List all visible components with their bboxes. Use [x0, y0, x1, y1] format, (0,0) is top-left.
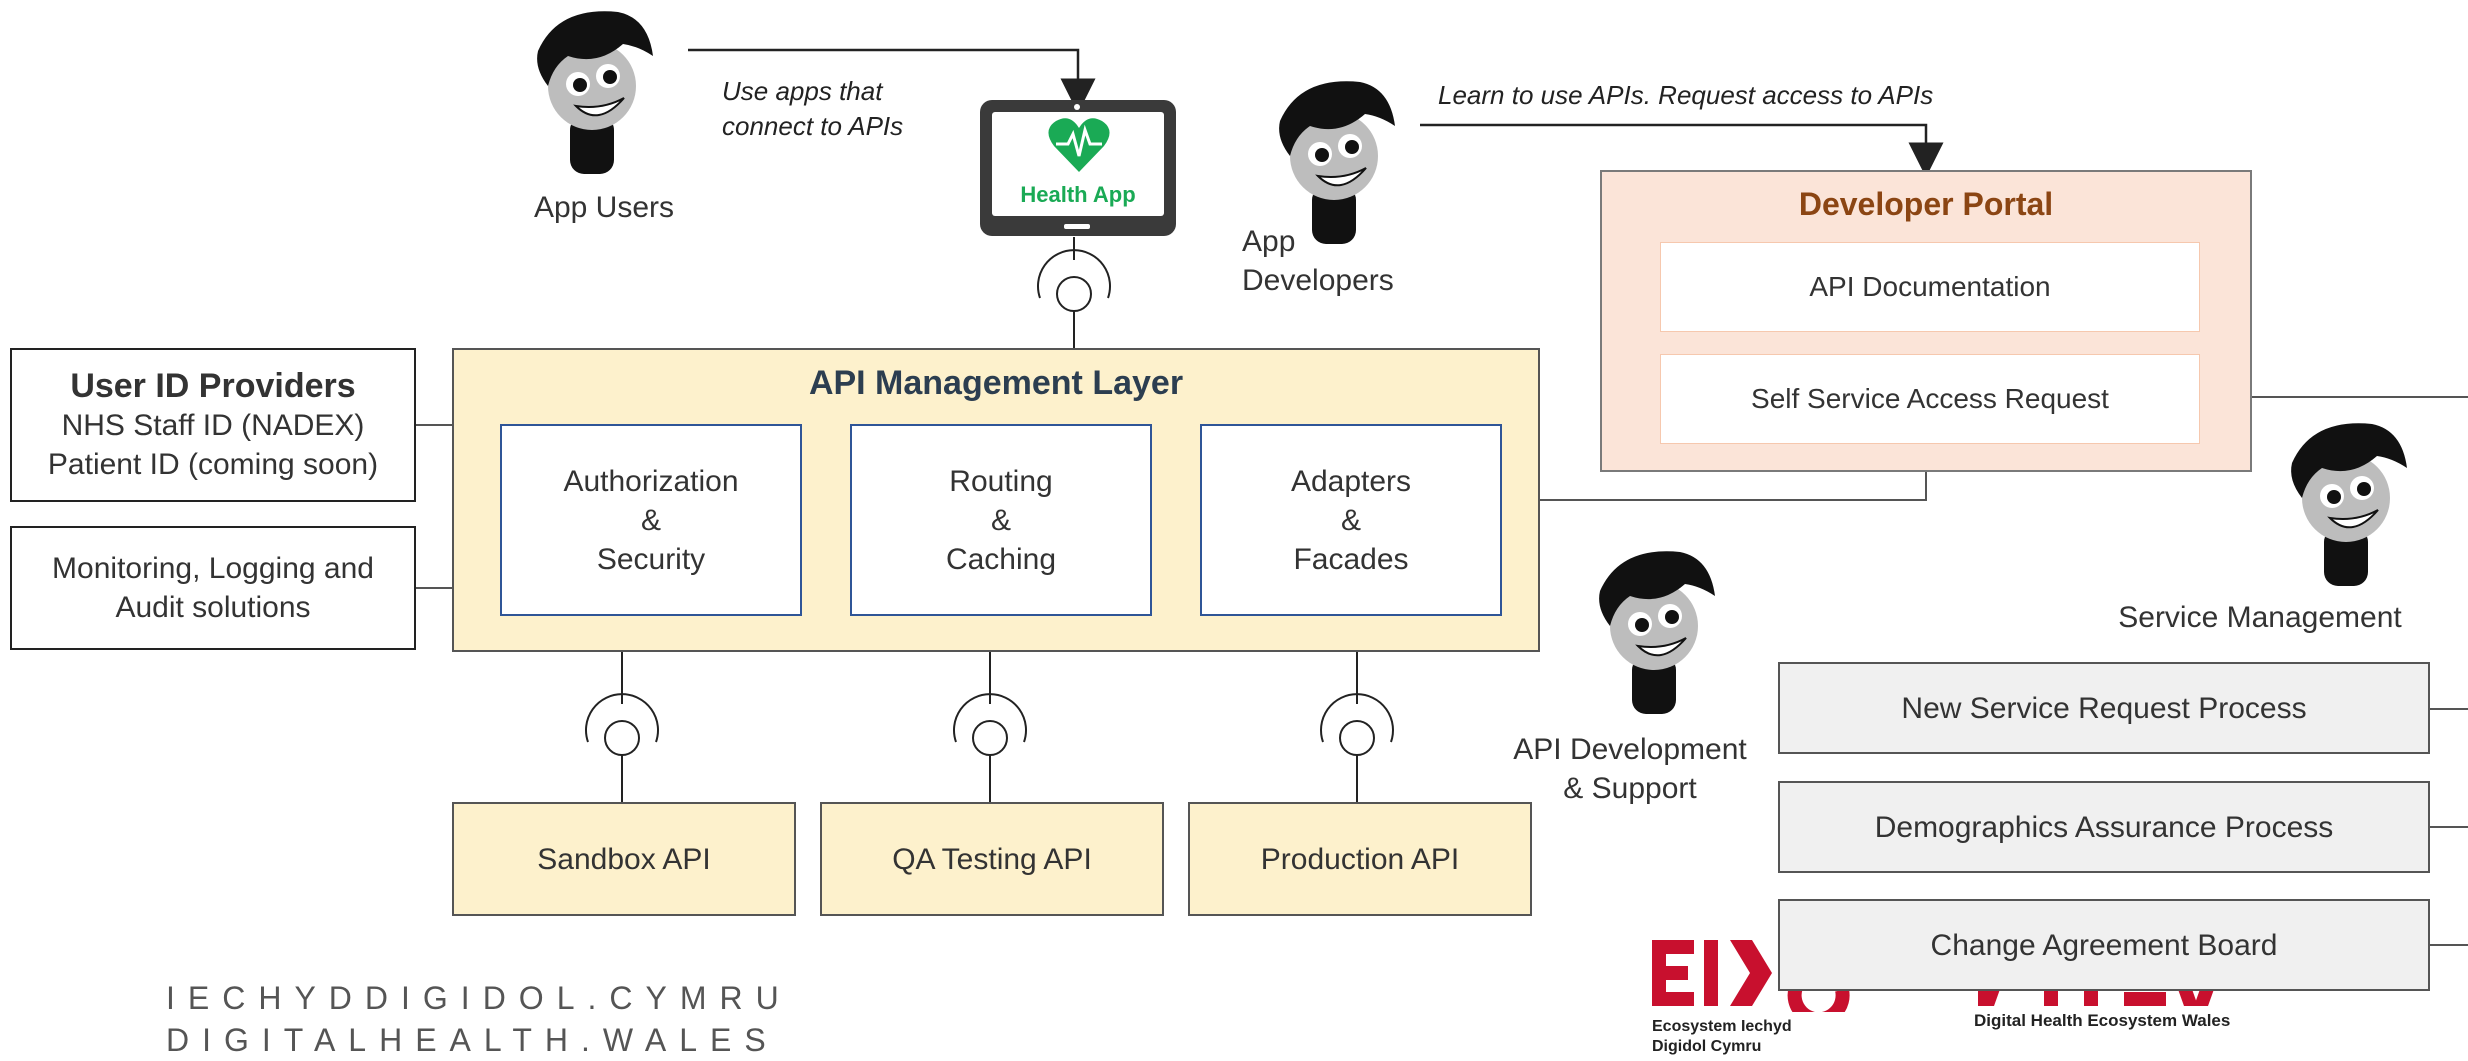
api-dev-label-line2: & Support [1563, 772, 1697, 805]
app-developers-label-line2: Developers [1242, 264, 1394, 297]
patient-id-label: Patient ID (coming soon) [47, 447, 379, 481]
tablet-camera [1074, 104, 1080, 110]
routing-caching-component[interactable]: Routing & Caching [850, 424, 1152, 616]
developers-arrow [1420, 123, 1944, 178]
app-users-person-icon [537, 11, 653, 174]
api-management-title: API Management Layer [808, 364, 1184, 402]
authorization-security-component[interactable]: Authorization & Security [500, 424, 802, 616]
monitoring-line1: Monitoring, Logging and [52, 552, 374, 585]
ediac-logo-line2: Digidol Cymru [1652, 1038, 1762, 1055]
app-developers-label-line1: App [1242, 225, 1296, 258]
ediac-logo-line1: Ecosystem Iechyd [1652, 1018, 1792, 1035]
component-line1: Authorization [563, 464, 739, 498]
production-interface-icon [1320, 652, 1394, 802]
tablet-screen[interactable]: Health App [992, 112, 1164, 216]
dhew-logo-text: Digital Health Ecosystem Wales [1974, 1011, 2231, 1030]
component-line2: & [990, 503, 1011, 537]
app-developers-person-icon [1279, 81, 1395, 244]
change-agreement-board[interactable]: Change Agreement Board [1778, 899, 2430, 991]
app-users-label: App Users [533, 191, 675, 224]
qa-interface-icon [953, 652, 1027, 802]
ediac-logo: Ecosystem Iechyd Digidol Cymru [1652, 938, 1852, 1057]
monitoring-line2: Audit solutions [115, 591, 311, 624]
ediac-logo-text: Ecosystem Iechyd Digidol Cymru [1652, 1017, 1852, 1057]
component-line3: Facades [1293, 542, 1409, 576]
api-dev-person-icon [1599, 551, 1715, 714]
user-id-providers-box: User ID Providers NHS Staff ID (NADEX) P… [10, 348, 416, 502]
nhs-staff-id-label: NHS Staff ID (NADEX) [61, 408, 365, 442]
use-apps-note: Use apps that connect to APIs [722, 74, 903, 144]
use-apps-note-line2: connect to APIs [722, 111, 904, 142]
tablet-interface-icon [1037, 237, 1111, 348]
use-apps-note-line1: Use apps that [722, 76, 883, 106]
app-users-arrow [688, 48, 1096, 114]
component-line3: Security [596, 542, 706, 576]
component-line3: Caching [945, 542, 1057, 576]
api-dev-label-line1: API Development [1513, 733, 1747, 766]
monitoring-box: Monitoring, Logging and Audit solutions [10, 526, 416, 650]
api-documentation-link[interactable]: API Documentation [1660, 242, 2200, 332]
footer-url-welsh[interactable]: IECHYDDIGIDOL.CYMRU [166, 980, 792, 1016]
tablet-home-button [1064, 224, 1090, 229]
health-app-label: Health App [1020, 182, 1136, 207]
production-api-box[interactable]: Production API [1188, 802, 1532, 916]
adapters-facades-component[interactable]: Adapters & Facades [1200, 424, 1502, 616]
sandbox-interface-icon [585, 652, 659, 802]
footer-url-english[interactable]: DIGITALHEALTH.WALES [166, 1021, 779, 1058]
user-id-providers-title: User ID Providers [70, 366, 356, 405]
tablet-device: Health App [980, 100, 1176, 236]
developer-portal-title: Developer Portal [1798, 186, 2054, 222]
developer-portal: Developer Portal API Documentation Self … [1600, 170, 2252, 472]
component-line2: & [640, 503, 661, 537]
component-line1: Routing [949, 464, 1053, 498]
portal-link-line [1540, 472, 1927, 501]
service-management-label: Service Management [2118, 601, 2402, 634]
sandbox-api-box[interactable]: Sandbox API [452, 802, 796, 916]
self-service-access-request-link[interactable]: Self Service Access Request [1660, 354, 2200, 444]
heart-pulse-icon [1048, 118, 1110, 172]
component-line2: & [1340, 503, 1361, 537]
qa-testing-api-box[interactable]: QA Testing API [820, 802, 1164, 916]
demographics-assurance-process[interactable]: Demographics Assurance Process [1778, 781, 2430, 873]
component-line1: Adapters [1290, 464, 1412, 498]
app-developers-label: App Developers [1242, 222, 1394, 300]
footer-urls: IECHYDDIGIDOL.CYMRU DIGITALHEALTH.WALES [166, 978, 792, 1061]
service-management-person-icon [2291, 423, 2407, 586]
api-dev-label: API Development & Support [1500, 730, 1760, 808]
api-management-layer: API Management Layer Authorization & Sec… [452, 348, 1540, 652]
learn-apis-note: Learn to use APIs. Request access to API… [1438, 80, 1934, 110]
new-service-request-process[interactable]: New Service Request Process [1778, 662, 2430, 754]
